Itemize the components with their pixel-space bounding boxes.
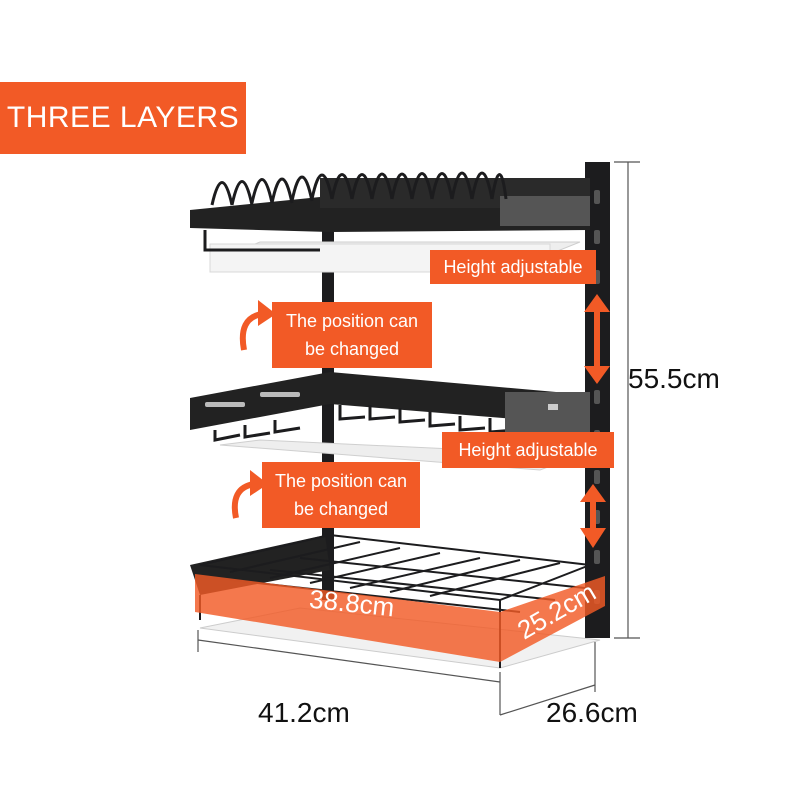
three-layers-banner: THREE LAYERS [0, 82, 246, 154]
position-note-upper-line2: be changed [304, 339, 400, 359]
height-arrow-mid [580, 484, 606, 548]
bottom-tier [190, 533, 605, 669]
height-adjustable-label-top: Height adjustable [430, 250, 596, 284]
height-arrow-top [584, 294, 610, 384]
height-dimension-line [614, 161, 640, 639]
position-note-lower-line1: The position can [274, 471, 408, 491]
position-note-upper-line1: The position can [285, 311, 419, 331]
position-note-lower: The position can be changed [262, 462, 420, 528]
width-dimension: 41.2cm [258, 697, 350, 728]
height-dimension: 55.5cm [628, 363, 720, 394]
curved-arrow-upper-head [258, 300, 276, 326]
curved-arrow-lower-head [250, 470, 268, 496]
height-adjustable-label-mid: Height adjustable [442, 432, 614, 468]
basket-highlight [195, 574, 605, 662]
depth-dimension-line [499, 642, 596, 716]
depth-dimension: 26.6cm [546, 697, 638, 728]
position-note-lower-line2: be changed [293, 499, 389, 519]
width-dimension-line [197, 630, 501, 715]
position-note-upper: The position can be changed [272, 302, 432, 368]
